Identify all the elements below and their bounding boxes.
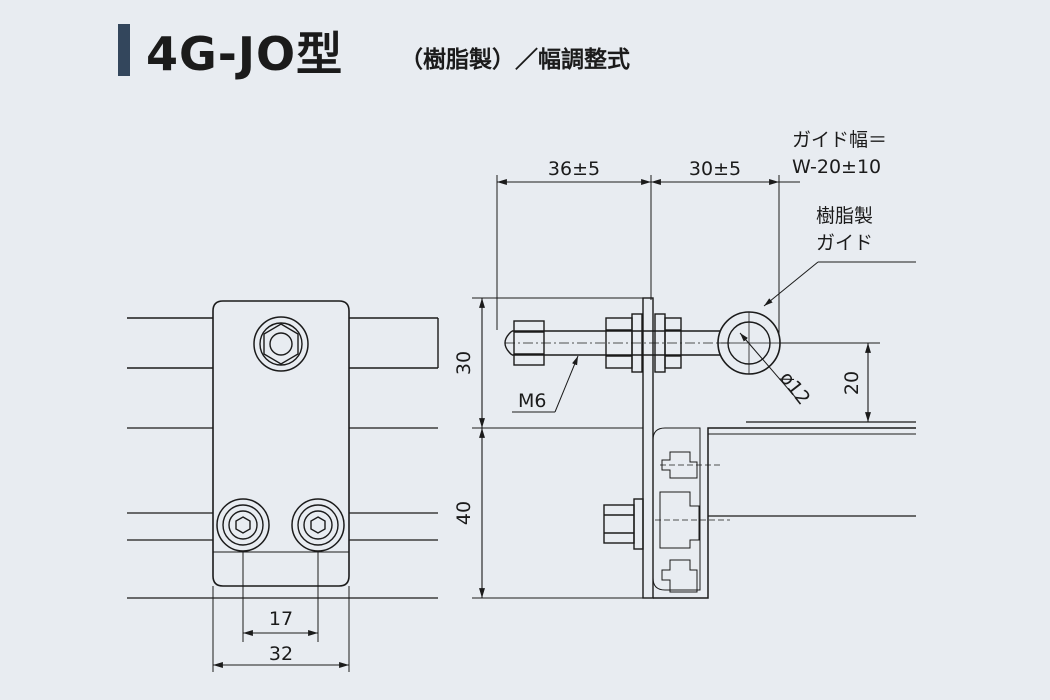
bracket-plate <box>212 300 350 587</box>
conveyor-frame <box>652 421 916 599</box>
guide-width-label: ガイド幅＝ <box>792 129 887 151</box>
dim-diameter-12: ø12 <box>775 367 814 409</box>
mounting-bolt <box>603 498 644 550</box>
bolt-right <box>291 498 345 552</box>
front-view <box>127 300 439 672</box>
bolt-label-m6: M6 <box>518 390 546 412</box>
dim-30-vertical: 30 <box>453 351 475 375</box>
dim-36: 36±5 <box>548 158 600 180</box>
lock-nuts <box>605 313 682 373</box>
dim-40-vertical: 40 <box>453 501 475 525</box>
title-accent-bar <box>118 24 130 76</box>
side-view <box>472 175 916 599</box>
guide-label-line2: ガイド <box>816 232 873 254</box>
guide-width-formula: W-20±10 <box>792 156 881 178</box>
front-rod <box>127 317 439 369</box>
guide-label-line1: 樹脂製 <box>816 205 873 227</box>
dim-20-vertical: 20 <box>841 371 863 395</box>
front-frame-lines <box>127 427 438 599</box>
dim-17: 17 <box>269 608 293 630</box>
top-nut <box>253 316 309 372</box>
dim-32: 32 <box>269 643 293 665</box>
bolt-left <box>216 498 270 552</box>
end-nut <box>513 320 545 366</box>
model-subtitle: （樹脂製）／幅調整式 <box>400 47 630 73</box>
model-title: 4G-JO型 <box>146 27 344 81</box>
threaded-rod <box>504 330 730 356</box>
dim-30-horizontal: 30±5 <box>689 158 741 180</box>
